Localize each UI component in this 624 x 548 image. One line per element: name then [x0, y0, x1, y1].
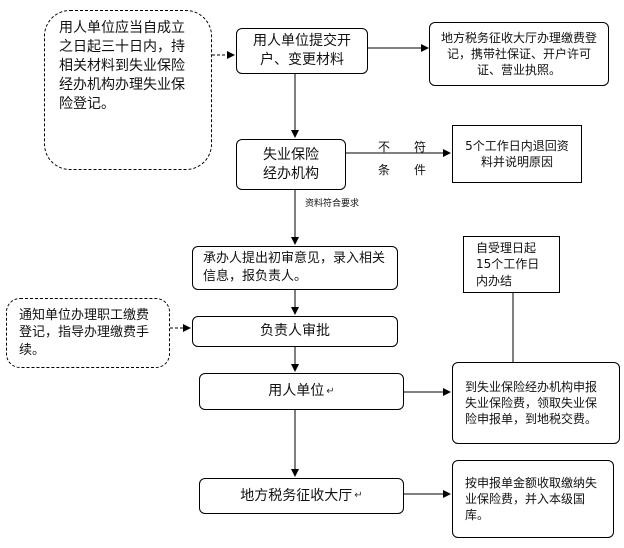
node-declare-payment-text: 到失业保险经办机构申报失业保险费，领取失业保险申报单，到地税交费。 [465, 379, 598, 427]
node-collect-fees: 按申报单金额收取缴纳失业保险费，并入本级国库。 [452, 460, 614, 538]
node-tax-hall-text: 地方税务征收大厅 [240, 487, 353, 504]
return-mark: ↵ [354, 490, 363, 502]
note-notify-employer: 通知单位办理职工缴费登记，指导办理缴费手续。 [6, 298, 170, 368]
node-tax-registration: 地方税务征收大厅办理缴费登记，携带社保证、开户许可证、营业执照。 [429, 22, 609, 86]
node-collect-fees-text: 按申报单金额收取缴纳失业保险费，并入本级国库。 [465, 475, 598, 523]
node-insurance-agency: 失业保险经办机构 [236, 139, 346, 190]
node-tax-hall: 地方税务征收大厅 ↵ [199, 478, 404, 514]
node-first-review-text: 承办人提出初审意见，录入相关信息，报负责人。 [203, 251, 386, 284]
note-registration-deadline: 用人单位应当自成立之日起三十日内，持相关材料到失业保险经办机构办理失业保险登记。 [44, 10, 212, 170]
node-tax-registration-text: 地方税务征收大厅办理缴费登记，携带社保证、开户许可证、营业执照。 [440, 30, 597, 78]
node-insurance-agency-text: 失业保险经办机构 [263, 146, 319, 182]
node-deadline-note: 自受理日起15个工作日内办结 [463, 236, 560, 293]
note-registration-deadline-text: 用人单位应当自成立之日起三十日内，持相关材料到失业保险经办机构办理失业保险登记。 [59, 20, 185, 112]
label-not-meet-line2: 条 件 [378, 162, 427, 177]
node-return-materials: 5个工作日内退回资料并说明原因 [452, 125, 582, 183]
return-mark: ↵ [326, 385, 335, 397]
node-submit-materials-text: 用人单位提交开户、变更材料 [253, 33, 351, 68]
node-first-review: 承办人提出初审意见，录入相关信息，报负责人。 [192, 246, 398, 290]
note-notify-employer-text: 通知单位办理职工缴费登记，指导办理缴费手续。 [19, 307, 150, 358]
node-deadline-note-text: 自受理日起15个工作日内办结 [476, 241, 540, 288]
label-not-meet-line1: 不 符 [378, 140, 427, 154]
node-supervisor-approval: 负责人审批 [192, 316, 398, 347]
label-not-meet-conditions: 不 符 条 件 [378, 136, 426, 182]
node-declare-payment: 到失业保险经办机构申报失业保险费，领取失业保险申报单，到地税交费。 [452, 362, 620, 444]
node-employer: 用人单位 ↵ [199, 373, 404, 410]
node-return-materials-text: 5个工作日内退回资料并说明原因 [465, 138, 569, 169]
node-employer-text: 用人单位 [268, 383, 325, 400]
label-materials-meet: 资料符合要求 [305, 199, 360, 209]
node-submit-materials: 用人单位提交开户、变更材料 [236, 28, 368, 74]
node-supervisor-approval-text: 负责人审批 [260, 323, 330, 340]
